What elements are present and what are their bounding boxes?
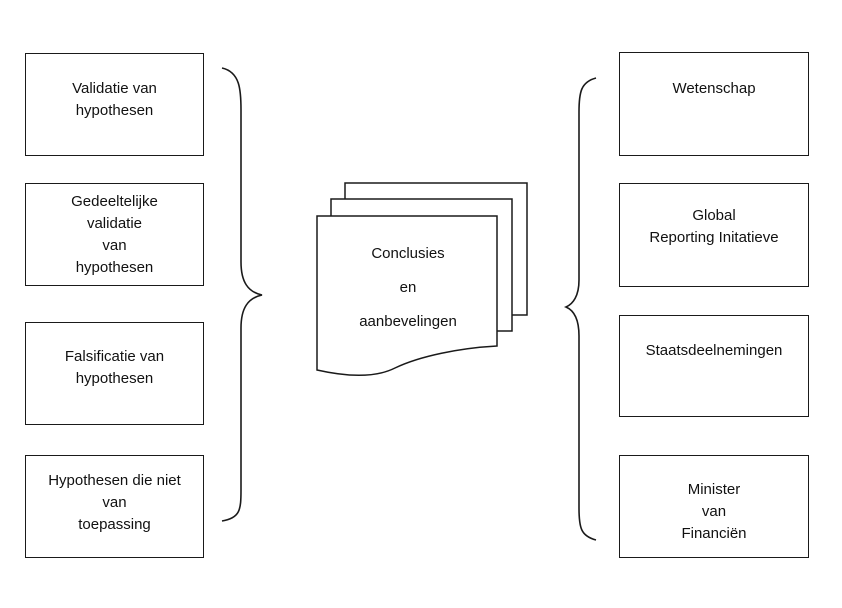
right-brace [563, 77, 597, 541]
box-wetenschap: Wetenschap [619, 52, 809, 156]
document-line-aanbevelingen: aanbevelingen [359, 313, 457, 330]
box-staatsdeelnemingen: Staatsdeelnemingen [619, 315, 809, 417]
box-minister: Minister van Financiën [619, 455, 809, 558]
box-validatie-label: Validatie van hypothesen [72, 79, 157, 119]
box-gedeeltelijke-validatie: Gedeeltelijke validatie van hypothesen [25, 183, 204, 286]
box-niet-van-toepassing-label: Hypothesen die niet van toepassing [48, 471, 181, 533]
document-front [316, 215, 498, 377]
box-falsificatie: Falsificatie van hypothesen [25, 322, 204, 425]
box-global-reporting-label: Global Reporting Initatieve [649, 207, 779, 246]
box-global-reporting: Global Reporting Initatieve [619, 183, 809, 287]
box-wetenschap-label: Wetenschap [672, 80, 756, 97]
document-line-conclusies: Conclusies [371, 245, 445, 262]
box-niet-van-toepassing: Hypothesen die niet van toepassing [25, 455, 204, 558]
box-minister-label: Minister van Financiën [681, 480, 747, 542]
document-line-en: en [399, 279, 417, 296]
box-falsificatie-label: Falsificatie van hypothesen [64, 347, 165, 387]
box-validatie: Validatie van hypothesen [25, 53, 204, 156]
box-staatsdeelnemingen-label: Staatsdeelnemingen [645, 342, 783, 359]
left-brace [221, 67, 263, 522]
box-gedeeltelijke-validatie-label: Gedeeltelijke validatie van hypothesen [71, 192, 158, 276]
